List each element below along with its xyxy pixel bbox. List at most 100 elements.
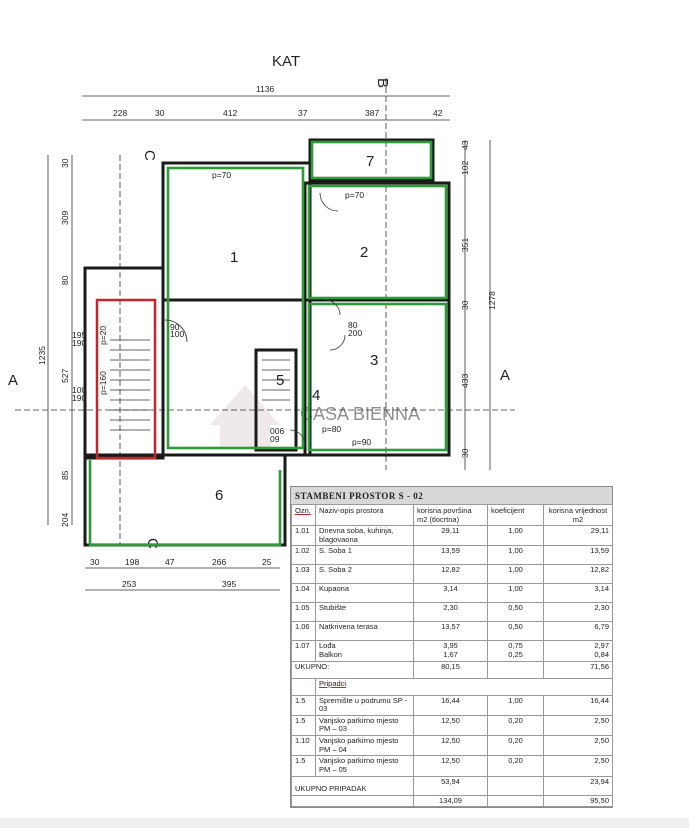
ukupno-pripadak-label: UKUPNO PRIPADAK xyxy=(291,775,414,796)
room-vrijednost: 29,11 xyxy=(543,524,613,547)
pripadak-naziv: Spremište u podrumu SP - 03 xyxy=(315,694,414,716)
window-label: p=90 xyxy=(352,437,371,447)
watermark-text: CASA BIENNA xyxy=(300,404,420,424)
room-1-label: 1 xyxy=(230,249,238,266)
watermark-logo xyxy=(210,385,280,448)
staircase xyxy=(95,298,157,460)
dim-top: 37 xyxy=(298,108,308,118)
room-naziv: Dnevna soba, kuhinja, blagovaona xyxy=(315,524,414,547)
pripadci-label: Pripadci xyxy=(315,677,613,696)
dim-bottom: 266 xyxy=(212,557,226,567)
room-2-label: 2 xyxy=(360,244,368,261)
pripadak-koef: 1,00 xyxy=(487,694,544,716)
walls xyxy=(83,138,451,547)
room-ozn: 1.07 xyxy=(291,640,316,662)
pripadak-naziv: Vanjsko parkirno mjesto PM – 04 xyxy=(315,734,414,757)
room-5-label: 5 xyxy=(276,372,284,389)
room-povrsina: 29,11 xyxy=(413,524,488,547)
room-naziv: Kupaona xyxy=(315,583,414,604)
dim-right: 102 xyxy=(460,161,470,175)
dim-right: 351 xyxy=(460,238,470,252)
header-povrsina: korisna površina m2 (tlocrtna) xyxy=(413,504,488,526)
door-label: 09 xyxy=(270,434,280,444)
interior-stair xyxy=(262,359,290,401)
dim-top: 42 xyxy=(433,108,443,118)
door-label: 80 xyxy=(348,320,358,330)
pripadak-naziv: Vanjsko parkirno mjesto PM – 03 xyxy=(315,714,414,737)
room-povrsina: 3,95 1,67 xyxy=(413,640,488,662)
window-label: p=70 xyxy=(212,170,231,180)
bottom-bar xyxy=(0,818,689,828)
window-labels: p=70 p=70 p=80 p=90 p=20 p=160 xyxy=(98,170,371,447)
dim-top-total: 1136 xyxy=(256,84,275,94)
dim-top: 228 xyxy=(113,108,127,118)
pripadak-ozn: 1.5 xyxy=(291,694,316,716)
section-c-top: C xyxy=(141,150,158,161)
room-koef: 1,00 xyxy=(487,524,544,547)
door-label: 90 xyxy=(170,322,180,332)
room-vrijednost: 13,59 xyxy=(543,545,613,566)
room-naziv: S. Soba 1 xyxy=(315,545,414,566)
door-swings xyxy=(164,192,346,446)
room-vrijednost: 3,14 xyxy=(543,583,613,604)
dim-bottom: 198 xyxy=(125,557,139,567)
plan-title: KAT xyxy=(272,53,300,70)
room-6-label: 6 xyxy=(215,487,223,504)
ukupno-pripadak-empty xyxy=(487,775,544,796)
dim-bottom: 30 xyxy=(90,557,100,567)
dim-bottom: 25 xyxy=(262,557,272,567)
room-ozn: 1.04 xyxy=(291,583,316,604)
door-label: 195 xyxy=(72,330,86,340)
pripadci-empty xyxy=(291,677,316,696)
window-label: p=70 xyxy=(345,190,364,200)
header-naziv: Naziv-opis prostora xyxy=(315,504,414,526)
pripadak-koef: 0,20 xyxy=(487,755,544,777)
door-labels: 100 90 80 200 195 190 100 190 006 09 xyxy=(72,320,362,444)
grand-total-empty xyxy=(291,794,414,808)
green-outlines xyxy=(88,140,448,547)
door-label: 006 xyxy=(270,426,284,436)
room-naziv: Lođa Balkon xyxy=(315,640,414,662)
room-koef: 1,00 xyxy=(487,545,544,566)
room-vrijednost: 2,30 xyxy=(543,602,613,623)
dim-left: 85 xyxy=(60,470,70,480)
dim-left: 204 xyxy=(60,513,70,527)
room-ozn: 1.03 xyxy=(291,564,316,585)
dim-left: 80 xyxy=(60,275,70,285)
pripadak-povrsina: 12,50 xyxy=(413,755,488,777)
dim-right: 30 xyxy=(460,300,470,310)
door-label: 190 xyxy=(72,393,86,403)
door-label: 200 xyxy=(348,328,362,338)
ukupno-vrijednost: 71,56 xyxy=(543,660,613,679)
room-naziv: Stubište xyxy=(315,602,414,623)
dim-left: 309 xyxy=(60,211,70,225)
pripadci-row: Pripadci xyxy=(291,677,613,696)
room-povrsina: 2,30 xyxy=(413,602,488,623)
pripadak-vrijednost: 2,50 xyxy=(543,755,613,777)
dim-bottom: 253 xyxy=(122,579,136,589)
table-header-row: Ozn. Naziv-opis prostora korisna površin… xyxy=(291,504,613,526)
grand-total-row: 134,09 95,50 xyxy=(291,794,613,808)
ukupno-pripadak-row: UKUPNO PRIPADAK 53,94 23,94 xyxy=(291,775,613,796)
grand-total-empty xyxy=(487,794,544,808)
room-ozn: 1.06 xyxy=(291,621,316,642)
pripadak-koef: 0,20 xyxy=(487,714,544,737)
room-koef: 1,00 xyxy=(487,583,544,604)
dim-top: 387 xyxy=(365,108,379,118)
pripadak-koef: 0,20 xyxy=(487,734,544,757)
section-b-top: B xyxy=(374,78,391,88)
door-label: 190 xyxy=(72,338,86,348)
section-a-right: A xyxy=(500,367,510,384)
ukupno-empty xyxy=(487,660,544,679)
pripadak-povrsina: 12,50 xyxy=(413,734,488,757)
grand-povrsina: 134,09 xyxy=(413,794,488,808)
grand-vrijednost: 95,50 xyxy=(543,794,613,808)
room-7-label: 7 xyxy=(366,153,374,170)
ukupno-pripadak-vrijednost: 23,94 xyxy=(543,775,613,796)
